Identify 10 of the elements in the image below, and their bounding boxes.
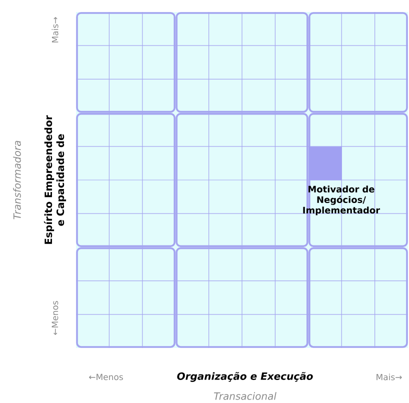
marker-square: [308, 146, 342, 180]
axis-category: Transformadora: [13, 140, 21, 220]
axis-end-label: Mais→: [52, 17, 58, 42]
axis-end-label: Mais→: [376, 374, 402, 380]
axis-end-label: ←Menos: [52, 301, 58, 335]
marker-label: Motivador de Negócios/ Implementador: [303, 186, 380, 216]
axis-title: Espírito Empreendedor e Capacidade de: [44, 115, 66, 244]
axis-category: Transacional: [214, 392, 276, 400]
axis-title: Organização e Execução: [177, 372, 313, 382]
axis-end-label: ←Menos: [89, 374, 123, 380]
